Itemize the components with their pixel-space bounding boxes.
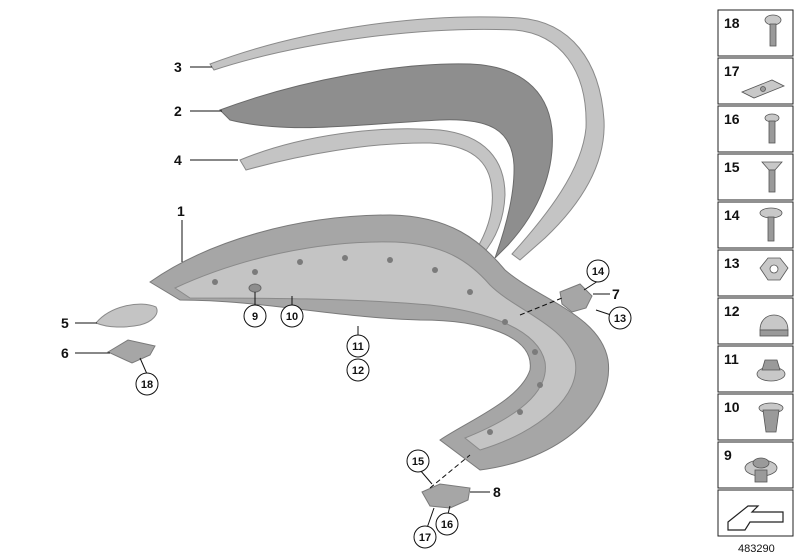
callout-17: 17: [413, 525, 437, 549]
document-id: 483290: [738, 543, 775, 555]
hinge-bracket-part: [559, 283, 593, 313]
callout-12: 12: [346, 358, 370, 382]
lock-bracket-part: [106, 339, 156, 364]
frame-hole: [537, 382, 543, 388]
callout-18: 18: [135, 372, 159, 396]
cap-nut-icon: [759, 314, 789, 337]
leader-17: [426, 507, 435, 529]
label-2: 2: [174, 103, 182, 119]
leader-13: [595, 309, 612, 316]
callout-15: 15: [406, 449, 430, 473]
legend-number: 9: [724, 447, 732, 463]
callout-10-text: 10: [286, 311, 298, 323]
legend-item-11: 11: [717, 345, 794, 393]
arrow-icon: [727, 505, 784, 531]
legend-item-18: 18: [717, 9, 794, 57]
push-clip-part: [248, 283, 262, 293]
legend-number: 14: [724, 207, 740, 223]
callout-13: 13: [608, 306, 632, 330]
leader-18: [139, 357, 148, 375]
legend-number: 15: [724, 159, 740, 175]
fastener-legend: 18 17 16 15: [717, 9, 794, 537]
speed-nut-icon: [756, 359, 786, 382]
frame-hole: [532, 349, 538, 355]
tonneau-frame-inner: [173, 241, 577, 451]
cover-panel-part: [219, 63, 553, 259]
callout-14-text: 14: [592, 266, 605, 278]
screw-icon: [764, 14, 782, 47]
screw-icon: [764, 113, 780, 144]
label-4: 4: [174, 152, 182, 168]
frame-hole: [252, 269, 258, 275]
legend-number: 17: [724, 63, 740, 79]
legend-item-10: 10: [717, 393, 794, 441]
label-6: 6: [61, 345, 69, 361]
frame-hole: [342, 255, 348, 261]
frame-hole: [502, 319, 508, 325]
leader-15: [419, 469, 433, 485]
legend-number: 12: [724, 303, 740, 319]
legend-item-13: 13: [717, 249, 794, 297]
callout-11-text: 11: [352, 341, 364, 353]
frame-hole: [297, 259, 303, 265]
dash-guide-8: [429, 454, 471, 489]
callout-15-text: 15: [412, 456, 424, 468]
flange-screw-icon: [759, 207, 783, 242]
label-7: 7: [612, 286, 620, 302]
callout-9: 9: [243, 304, 267, 328]
legend-number: 13: [724, 255, 740, 271]
frame-hole: [487, 429, 493, 435]
legend-item-12: 12: [717, 297, 794, 345]
legend-number: 16: [724, 111, 740, 127]
legend-number: 10: [724, 399, 740, 415]
frame-hole: [467, 289, 473, 295]
callout-16: 16: [435, 512, 459, 536]
legend-item-14: 14: [717, 201, 794, 249]
callout-10: 10: [280, 304, 304, 328]
trim-strip-part: [209, 16, 605, 261]
legend-item-17: 17: [717, 57, 794, 105]
callout-18-text: 18: [141, 379, 153, 391]
push-clip-icon: [744, 457, 778, 483]
legend-number: 11: [724, 351, 739, 367]
frame-hole: [387, 257, 393, 263]
legend-item-15: 15: [717, 153, 794, 201]
leader-14: [583, 280, 599, 291]
expanding-rivet-icon: [758, 402, 784, 433]
hex-nut-icon: [759, 257, 789, 281]
small-cover-part: [95, 303, 158, 328]
callout-9-text: 9: [252, 311, 258, 323]
frame-hole: [517, 409, 523, 415]
legend-number: 18: [724, 15, 740, 31]
frame-hole: [432, 267, 438, 273]
callout-16-text: 16: [441, 519, 453, 531]
label-8: 8: [493, 484, 501, 500]
countersunk-screw-icon: [761, 161, 783, 193]
legend-item-arrow: [717, 489, 794, 537]
callout-17-text: 17: [419, 532, 431, 544]
legend-item-16: 16: [717, 105, 794, 153]
frame-hole: [212, 279, 218, 285]
plate-nut-icon: [741, 79, 785, 99]
lower-bracket-part: [421, 483, 471, 509]
callout-13-text: 13: [614, 313, 626, 325]
label-3: 3: [174, 59, 182, 75]
legend-item-9: 9: [717, 441, 794, 489]
callout-12-text: 12: [352, 365, 364, 377]
label-5: 5: [61, 315, 69, 331]
callout-14: 14: [586, 259, 610, 283]
callout-11: 11: [346, 334, 370, 358]
label-1: 1: [177, 203, 185, 219]
